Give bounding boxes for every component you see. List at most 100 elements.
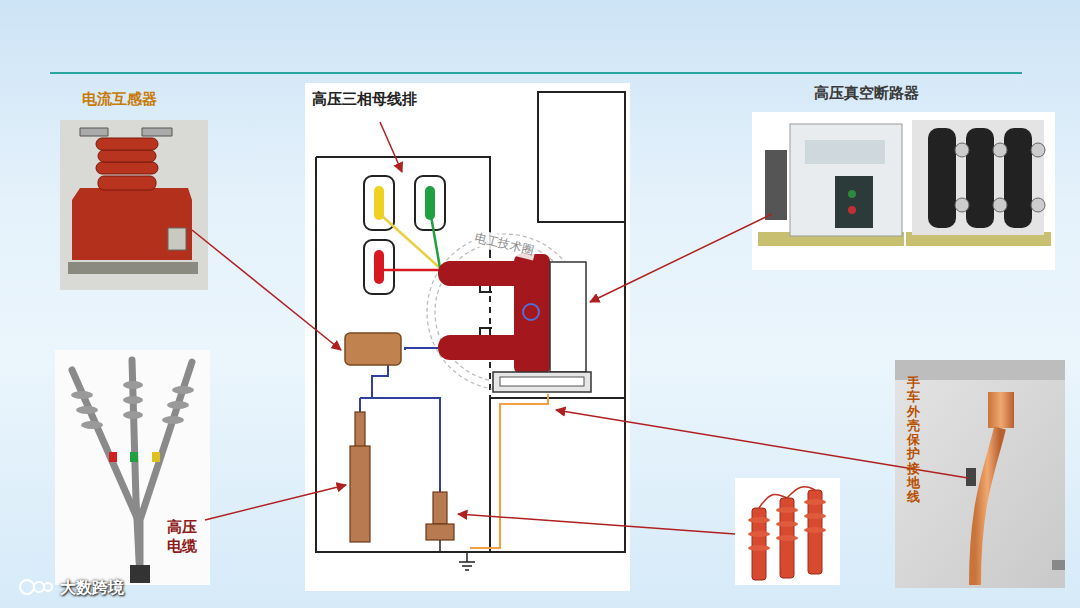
part-label: 高压三相母线排 (312, 90, 417, 109)
arrester-photo-part-part (804, 527, 826, 533)
cable-photo-part-part (71, 391, 93, 399)
cable-terminal-part (350, 446, 370, 542)
node-label: 高压电缆 (167, 518, 199, 556)
leader-line (192, 122, 968, 534)
cable-photo-part-part (162, 416, 184, 424)
cable-photo (55, 350, 210, 585)
breaker-photo-part (848, 190, 856, 198)
ct-symbol (345, 333, 401, 365)
ground-wire (470, 394, 548, 548)
wiring-part (372, 365, 388, 398)
cable-photo-part-part (81, 421, 103, 429)
breaker-photo-part (955, 143, 1045, 212)
arrester-photo-part-part (776, 535, 798, 541)
node-label: 手车外壳保护接地线 (907, 376, 920, 505)
cable-photo-part-part (76, 406, 98, 414)
cabinet-outline-part (316, 92, 625, 552)
ground-photo-part (975, 428, 1000, 585)
breaker-photo-part (848, 206, 856, 214)
logo-icon-part (44, 583, 52, 591)
busbar-part (374, 250, 384, 284)
breaker-photo-part-part (955, 143, 969, 157)
wiring-part (359, 398, 361, 412)
breaker-photo-part (928, 128, 956, 228)
logo-icon-part (34, 582, 44, 592)
arrester-symbol-part (426, 524, 454, 540)
arrester-photo-part (735, 478, 840, 585)
breaker-photo-panel: 高压真空断路器 (752, 112, 1055, 270)
leader-line-part (380, 122, 402, 172)
node-label: 高压真空断路器 (814, 84, 919, 103)
breaker-photo-part (805, 140, 885, 164)
cabinet-outline (316, 92, 625, 552)
arrester-photo-part-part (776, 521, 798, 527)
arrester-photo-part-part (804, 499, 826, 505)
breaker-photo-part (912, 120, 1044, 235)
cable-photo-part (71, 381, 194, 429)
ct-symbol-part (345, 333, 401, 365)
cabinet-outline-part (489, 396, 491, 552)
ct-photo-part (68, 262, 198, 274)
arrester-symbol-part (433, 492, 447, 524)
breaker-photo-part-part (1031, 198, 1045, 212)
breaker-photo-part (765, 150, 787, 220)
busbar-part (415, 176, 445, 230)
breaker-symbol-part (493, 372, 591, 392)
top-rule (50, 73, 1022, 74)
busbar-part (384, 269, 440, 272)
breaker-photo-part (966, 128, 994, 228)
breaker-photo-part-part (993, 143, 1007, 157)
ct-photo-part-part (98, 150, 156, 162)
ground-photo-part (966, 468, 976, 486)
ct-photo-part (96, 138, 158, 190)
ground-photo-part (895, 360, 1065, 380)
breaker-photo-part (835, 176, 873, 228)
breaker-symbol-part (550, 262, 586, 372)
ct-photo-panel: 电流互感器 (60, 120, 208, 290)
cable-terminal (350, 412, 370, 542)
breaker-photo-part-part (955, 198, 969, 212)
busbar-part (364, 240, 394, 294)
breaker-symbol-part (500, 377, 584, 386)
leader-line-part (192, 230, 341, 350)
arrester-photo-part-part (748, 531, 770, 537)
busbar-part (425, 186, 435, 220)
ground-photo-part (895, 360, 1065, 588)
arrester-photo (735, 478, 840, 585)
ct-photo-part-part (96, 162, 158, 174)
ground-photo (895, 360, 1065, 588)
cable-photo-part-part (123, 411, 143, 419)
cable-photo-part (55, 350, 210, 585)
wiring (360, 348, 440, 492)
ct-photo-part (80, 128, 172, 136)
arrester-symbol (426, 492, 454, 540)
cable-photo-part (130, 452, 138, 462)
wiring-part (360, 398, 440, 492)
breaker-photo (752, 112, 1055, 270)
logo-icon-part (20, 580, 34, 594)
breaker-photo-part (1004, 128, 1032, 228)
breaker-symbol (438, 254, 591, 392)
grounding-photo-panel: 手车外壳保护接地线 (895, 360, 1065, 588)
ground-photo-part (988, 392, 1014, 428)
breaker-photo-part (790, 124, 902, 236)
breaker-photo-part-part (1031, 143, 1045, 157)
leader-line-part (458, 514, 735, 534)
ground-wire-part (470, 394, 548, 548)
ct-photo-part-part (98, 176, 156, 190)
busbar-part (382, 216, 440, 268)
logo-text: 大数跨境 (60, 578, 124, 599)
node-label: 电流互感器 (82, 90, 157, 109)
arrester-photo-part-part (776, 507, 798, 513)
arrester-photo-part-part (748, 545, 770, 551)
ground-symbol (440, 540, 475, 570)
busbar-part (431, 216, 440, 268)
cable-photo-part (109, 452, 117, 462)
ground-photo-part (1052, 560, 1065, 570)
top-rule-part (50, 72, 1022, 74)
cable-photo-part (152, 452, 160, 462)
arrester-photo-part-part (804, 513, 826, 519)
cable-photo-panel: 高压电缆 (55, 350, 210, 585)
cable-photo-part-part (172, 386, 194, 394)
